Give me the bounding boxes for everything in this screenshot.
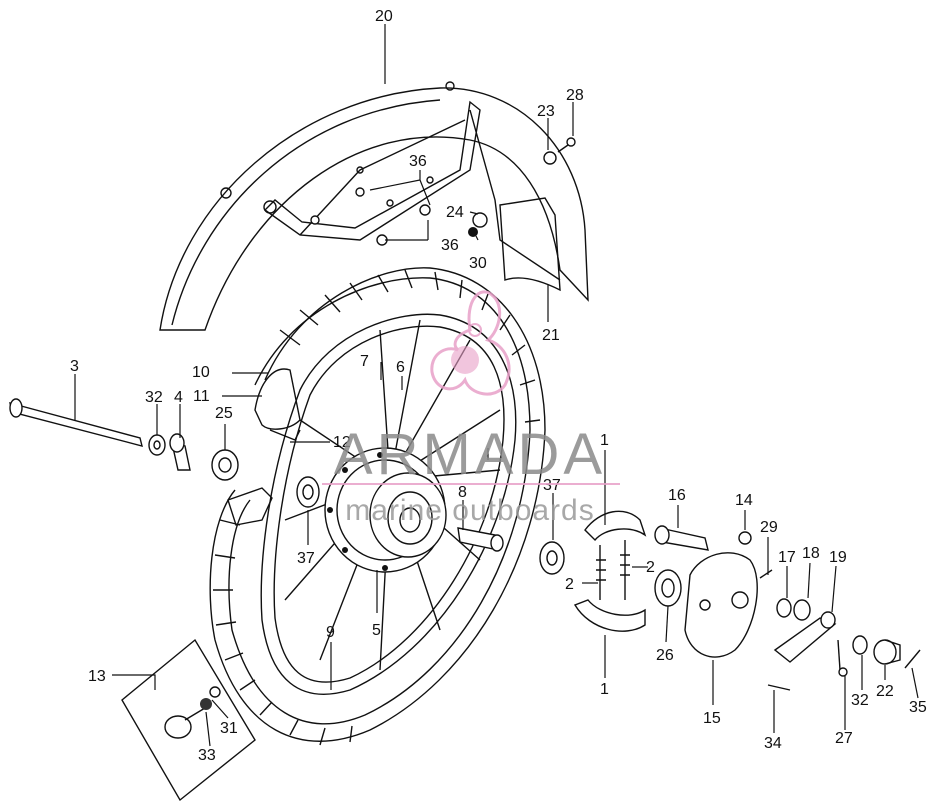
- callout-32-left: 32: [145, 389, 163, 406]
- callout-7: 7: [360, 353, 369, 370]
- callout-13: 13: [88, 668, 106, 685]
- callout-5: 5: [372, 622, 381, 639]
- washers-17-18: [776, 598, 811, 621]
- nut-14: [738, 531, 752, 545]
- callout-27: 27: [835, 730, 853, 747]
- callout-14: 14: [735, 492, 753, 509]
- callout-37-left: 37: [297, 550, 315, 567]
- callout-4: 4: [174, 389, 183, 406]
- callout-15: 15: [703, 710, 721, 727]
- callout-11: 11: [193, 388, 210, 405]
- bolts-36: [310, 187, 431, 246]
- callout-23: 23: [537, 103, 555, 120]
- callout-2-left: 2: [565, 576, 574, 593]
- inset-valve-detail: [121, 638, 256, 802]
- callout-35: 35: [909, 699, 927, 716]
- watermark-tagline: marine outboards: [345, 494, 594, 527]
- collar-4: [169, 433, 191, 471]
- callout-18: 18: [802, 545, 820, 562]
- watermark-logo-icon: [430, 290, 511, 396]
- spring-pin-29: [759, 569, 773, 579]
- callout-28: 28: [566, 87, 584, 104]
- bearing-37-right: [539, 541, 565, 575]
- brake-shoes: [573, 510, 647, 632]
- inner-tube: [254, 368, 301, 441]
- watermark: ARMADA marine outboards: [322, 290, 620, 527]
- watermark-brand: ARMADA: [334, 422, 606, 487]
- pin-27: [837, 639, 848, 677]
- mud-flap: [499, 197, 561, 292]
- axle: [9, 398, 143, 447]
- callout-1-top: 1: [600, 432, 609, 449]
- callout-36-top: 36: [409, 153, 427, 170]
- cap-nut-22: [873, 639, 901, 665]
- callout-31: 31: [220, 720, 238, 737]
- callout-25: 25: [215, 405, 233, 422]
- callout-30: 30: [469, 255, 487, 272]
- callout-8: 8: [458, 484, 467, 501]
- callout-16: 16: [668, 487, 686, 504]
- brake-arm-19: [773, 611, 837, 663]
- washer-24-nut-30: [468, 212, 488, 237]
- fender-stay: [263, 100, 481, 241]
- callout-2-right: 2: [646, 559, 655, 576]
- pin-34: [767, 684, 791, 691]
- bearing-37-left: [296, 476, 320, 508]
- callout-10: 10: [192, 364, 210, 381]
- callout-37-right: 37: [543, 477, 561, 494]
- washer-32-right: [852, 635, 868, 655]
- brake-panel-15: [684, 552, 758, 658]
- tire-valve: [227, 487, 273, 526]
- callout-20: 20: [375, 8, 393, 25]
- washer-32-left: [148, 434, 166, 456]
- callout-6-top: 6: [396, 359, 405, 376]
- callout-33: 33: [198, 747, 216, 764]
- callout-22: 22: [876, 683, 894, 700]
- front-wheel: [209, 267, 546, 746]
- bolt-28-and-nut-23: [543, 137, 576, 165]
- callout-3: 3: [70, 358, 79, 375]
- callout-1-bottom: 1: [600, 681, 609, 698]
- front-fender: [159, 81, 589, 331]
- callout-29: 29: [760, 519, 778, 536]
- callout-24: 24: [446, 204, 464, 221]
- brake-cam-16: [654, 525, 709, 551]
- bolt-35: [904, 649, 921, 669]
- callout-26: 26: [656, 647, 674, 664]
- callout-34: 34: [764, 735, 782, 752]
- seal-26: [654, 569, 682, 607]
- callout-labels: 20 28 23 36 24 36 30 21 3 7 6 10 32 4 11…: [70, 8, 927, 764]
- bearing-25: [211, 449, 239, 481]
- gear-8: [457, 527, 504, 552]
- callout-19: 19: [829, 549, 847, 566]
- callout-17: 17: [778, 549, 796, 566]
- callout-9: 9: [326, 624, 335, 641]
- leader-lines: [74, 24, 919, 747]
- callout-21: 21: [542, 327, 560, 344]
- callout-32-right: 32: [851, 692, 869, 709]
- callout-12: 12: [333, 434, 351, 451]
- callout-36-bottom: 36: [441, 237, 459, 254]
